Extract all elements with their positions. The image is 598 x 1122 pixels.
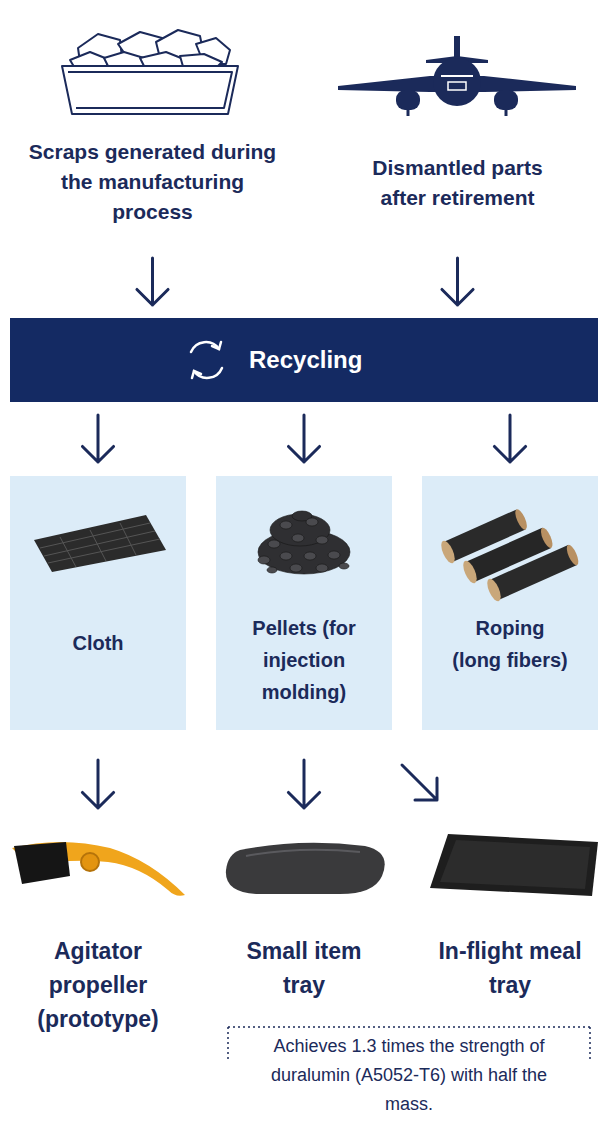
flow-arrow (82, 760, 113, 808)
flow-arrow (442, 258, 473, 305)
node-label: Recycling (249, 346, 362, 374)
flow-arrow (402, 765, 437, 800)
flow-arrow (288, 760, 319, 808)
node-label: Scraps generated during the manufacturin… (20, 137, 285, 227)
flow-arrow (82, 415, 113, 462)
pellet-pile (258, 511, 350, 574)
propeller-image (12, 842, 185, 896)
small-tray-image (226, 843, 385, 894)
note-box: Achieves 1.3 times the strength of dural… (228, 1027, 590, 1122)
material-box: Cloth (10, 476, 186, 730)
node-label: Dismantled parts after retirement (350, 153, 565, 213)
source-node: Dismantled parts after retirement (320, 20, 595, 255)
source-node: Scraps generated during the manufacturin… (10, 20, 295, 255)
node-label: Agitator propeller (prototype) (23, 934, 173, 1036)
note-bracket (228, 1027, 590, 1062)
node-label: Roping (long fibers) (451, 612, 569, 676)
flow-arrow (288, 415, 319, 462)
flow-arrow (137, 258, 168, 305)
material-box: Roping (long fibers) (422, 476, 598, 730)
product-node: Small item tray (216, 815, 392, 990)
node-label: In-flight meal tray (425, 934, 595, 1002)
node-label: Small item tray (234, 934, 374, 1002)
process-band: Recycling (10, 318, 598, 402)
airplane-icon (338, 36, 576, 116)
material-box: Pellets (for injection molding) (216, 476, 392, 730)
meal-tray-image (430, 834, 598, 896)
scrap-tray-icon (62, 30, 238, 114)
recycle-icon (191, 342, 222, 378)
flow-arrow (494, 415, 525, 462)
roping-spools (439, 507, 582, 603)
node-label: Achieves 1.3 times the strength of dural… (250, 1032, 568, 1119)
node-label: Cloth (23, 627, 173, 659)
cloth-sample (34, 515, 166, 572)
node-label: Pellets (for injection molding) (245, 612, 363, 708)
product-node: Agitator propeller (prototype) (10, 815, 186, 1025)
product-node: In-flight meal tray (422, 815, 598, 990)
